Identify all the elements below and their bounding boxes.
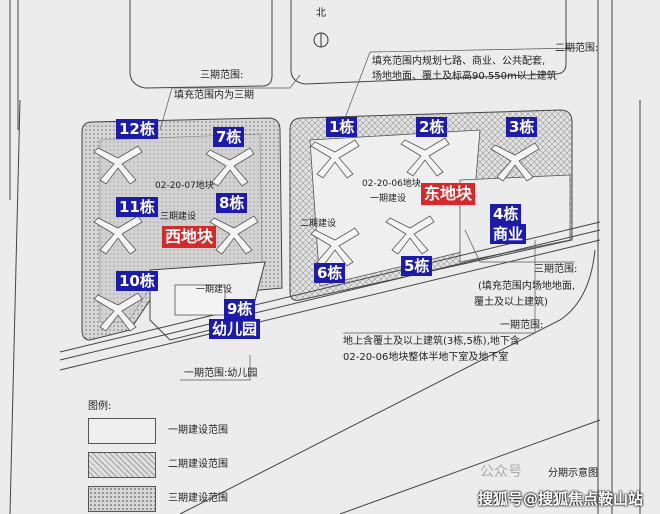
legend-title: 图例: bbox=[88, 401, 112, 412]
building-1-label: 1栋 bbox=[326, 117, 358, 137]
legend-swatch-phase1 bbox=[88, 418, 156, 444]
kindergarten-label: 幼儿园 bbox=[209, 319, 261, 339]
building-4-commercial-label: 商业 bbox=[490, 224, 527, 244]
kinder-note: 一期范围:幼儿园 bbox=[184, 368, 258, 379]
legend-label-phase2: 二期建设范围 bbox=[168, 459, 228, 470]
building-11-label: 11栋 bbox=[116, 197, 158, 217]
building-3-label: 3栋 bbox=[506, 117, 538, 137]
building-7-label: 7栋 bbox=[213, 127, 245, 147]
phase1-note-line2: 02-20-06地块整体半地下室及地下室 bbox=[343, 352, 509, 363]
west-plot-phase: 三期建设 bbox=[160, 212, 197, 222]
phase2-note-line1: 填充范围内规划七路、商业、公共配套, bbox=[372, 56, 546, 67]
phase1-note-line1: 地上含覆土及以上建筑(3栋,5栋),地下含 bbox=[343, 336, 520, 347]
east-phase3-title: 三期范围: bbox=[534, 264, 578, 275]
building-10-label: 10栋 bbox=[116, 271, 158, 291]
legend-label-phase1: 一期建设范围 bbox=[168, 425, 228, 436]
building-6-label: 6栋 bbox=[314, 263, 346, 283]
west-plot-code: 02-20-07地块 bbox=[155, 181, 214, 191]
legend-swatch-phase2 bbox=[88, 452, 156, 478]
phase1-note-title: 一期范围: bbox=[500, 320, 544, 331]
east-plot-label: 东地块 bbox=[421, 183, 476, 205]
east-phase3-line1: (填充范围内场地地面, bbox=[478, 281, 576, 292]
building-2-label: 2栋 bbox=[416, 117, 448, 137]
building-8-label: 8栋 bbox=[216, 193, 248, 213]
phase3-note-text: 填充范围内为三期 bbox=[174, 90, 254, 101]
west-plot-label: 西地块 bbox=[162, 226, 217, 248]
east-plot-code: 02-20-06地块 bbox=[362, 179, 421, 189]
phase2-note-title: 二期范围: bbox=[555, 43, 599, 54]
building-4-label: 4栋 bbox=[490, 204, 522, 224]
diagram-caption: 分期示意图 bbox=[548, 468, 598, 479]
building-12-label: 12栋 bbox=[116, 119, 158, 139]
building-5-label: 5栋 bbox=[401, 256, 433, 276]
building-9-label: 9栋 bbox=[224, 299, 256, 319]
source-watermark: 搜狐号@搜狐焦点鞍山站 bbox=[478, 490, 644, 508]
legend-label-phase3: 三期建设范围 bbox=[168, 493, 228, 504]
phase2-note-line2: 场地地面、覆土及标高90.550m以上建筑 bbox=[372, 71, 557, 82]
north-label: 北 bbox=[316, 8, 326, 19]
phase3-note-title: 三期范围: bbox=[200, 70, 244, 81]
kinder-phase-label: 一期建设 bbox=[196, 285, 233, 295]
east-plot-phase: 一期建设 bbox=[370, 194, 407, 204]
faint-watermark: 公众号 bbox=[480, 464, 522, 480]
east-phase3-line2: 覆土及以上建筑) bbox=[474, 297, 548, 308]
legend-swatch-phase3 bbox=[88, 486, 156, 512]
phase2-build-label: 二期建设 bbox=[300, 219, 337, 229]
